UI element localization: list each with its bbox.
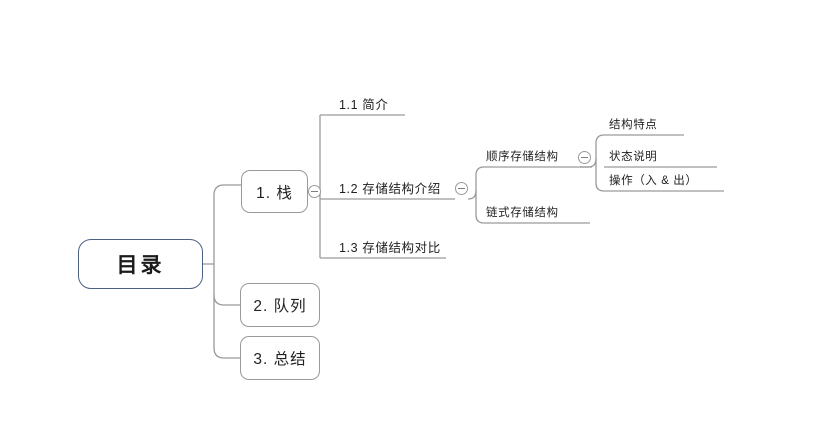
node-operations-label: 操作（入 & 出） <box>609 174 698 187</box>
node-intro-label: 1.1 简介 <box>339 97 389 112</box>
node-summary-label: 3. 总结 <box>253 351 307 368</box>
root-node-label: 目录 <box>116 254 165 277</box>
node-state-description[interactable]: 状态说明 <box>609 149 679 167</box>
node-storage-structure-comparison-label: 1.3 存储结构对比 <box>339 240 441 255</box>
root-node[interactable]: 目录 <box>78 239 203 289</box>
minus-circle-icon-stack[interactable] <box>308 185 321 198</box>
node-structure-features[interactable]: 结构特点 <box>609 117 679 135</box>
node-storage-structure-intro-label: 1.2 存储结构介绍 <box>339 181 441 196</box>
node-summary[interactable]: 3. 总结 <box>240 336 320 380</box>
node-storage-structure-intro[interactable]: 1.2 存储结构介绍 <box>339 179 459 199</box>
minus-circle-icon-sequential-storage[interactable] <box>578 151 591 164</box>
node-linked-storage-label: 链式存储结构 <box>486 206 559 219</box>
node-storage-structure-comparison[interactable]: 1.3 存储结构对比 <box>339 238 449 258</box>
node-stack-label: 1. 栈 <box>256 184 293 202</box>
node-sequential-storage-label: 顺序存储结构 <box>486 150 559 163</box>
node-state-description-label: 状态说明 <box>609 150 658 163</box>
node-operations[interactable]: 操作（入 & 出） <box>609 173 714 191</box>
node-linked-storage[interactable]: 链式存储结构 <box>486 204 576 223</box>
node-stack[interactable]: 1. 栈 <box>241 170 308 213</box>
minus-circle-icon-storage-intro[interactable] <box>455 182 468 195</box>
node-queue[interactable]: 2. 队列 <box>240 283 320 327</box>
node-sequential-storage[interactable]: 顺序存储结构 <box>486 148 576 167</box>
node-structure-features-label: 结构特点 <box>609 118 658 131</box>
node-intro[interactable]: 1.1 简介 <box>339 95 409 115</box>
node-queue-label: 2. 队列 <box>253 298 307 315</box>
